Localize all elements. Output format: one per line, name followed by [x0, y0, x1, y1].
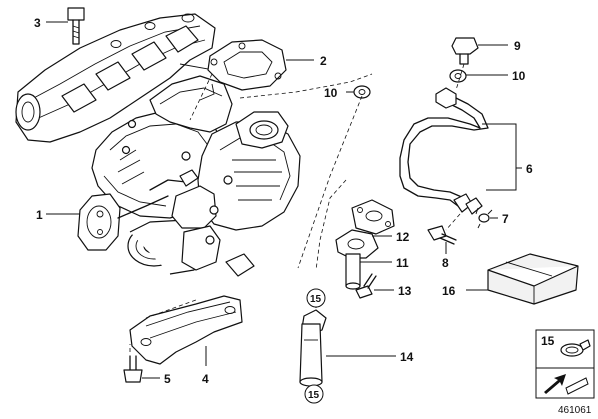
bolt-part-5: [123, 355, 143, 383]
support-bracket-part-4: [129, 295, 243, 365]
wrench-arrow-icon: [544, 374, 589, 395]
oil-return-hose-part-14: [299, 309, 327, 387]
legend-box: 15: [535, 329, 595, 399]
callout-9: 9: [514, 39, 521, 53]
callout-labels: 3 1 2 10 9 10 6 7 8 12 11 13 16 14 5 4: [34, 16, 533, 386]
bolt-part-13: [355, 273, 377, 299]
sealing-washer-part-10-right: [449, 69, 467, 83]
callout-16: 16: [442, 284, 456, 298]
callout-10-left: 10: [324, 86, 338, 100]
banjo-bolt-part-9: [451, 37, 479, 65]
oil-return-pipe-part-11: [335, 229, 379, 290]
callout-12: 12: [396, 230, 410, 244]
callout-5: 5: [164, 372, 171, 386]
exhaust-manifold: [15, 13, 239, 143]
callout-11: 11: [396, 256, 409, 270]
callout-6: 6: [526, 162, 533, 176]
callout-1: 1: [36, 208, 43, 222]
assembly-reference-lines: [129, 63, 465, 352]
diagram-number: 461061: [558, 405, 592, 416]
legend-label-15: 15: [541, 334, 555, 348]
callout-8: 8: [442, 256, 449, 270]
gasket-part-7: [475, 207, 493, 229]
callout-4: 4: [202, 372, 209, 386]
gasket-part-12: [351, 199, 395, 235]
callout-13: 13: [398, 284, 412, 298]
circled-ref-15-top: 15: [306, 288, 326, 308]
bolt-part-3: [67, 7, 85, 45]
circled-ref-15-bottom: 15: [304, 384, 324, 404]
callout-14: 14: [400, 350, 414, 364]
gasket-part-2: [207, 39, 287, 91]
callout-2: 2: [320, 54, 327, 68]
bolt-part-8: [427, 225, 457, 245]
installation-kit-box-part-16: [487, 253, 579, 305]
circled-ref-15-top-label: 15: [310, 294, 322, 305]
oil-feed-line-part-6: [399, 87, 489, 215]
callout-3: 3: [34, 16, 41, 30]
callout-7: 7: [502, 212, 509, 226]
turbocharger-part-1: [77, 75, 301, 277]
circled-ref-15-bottom-label: 15: [308, 390, 320, 401]
hose-clamp-icon: [560, 339, 591, 357]
callout-10-right: 10: [512, 69, 526, 83]
